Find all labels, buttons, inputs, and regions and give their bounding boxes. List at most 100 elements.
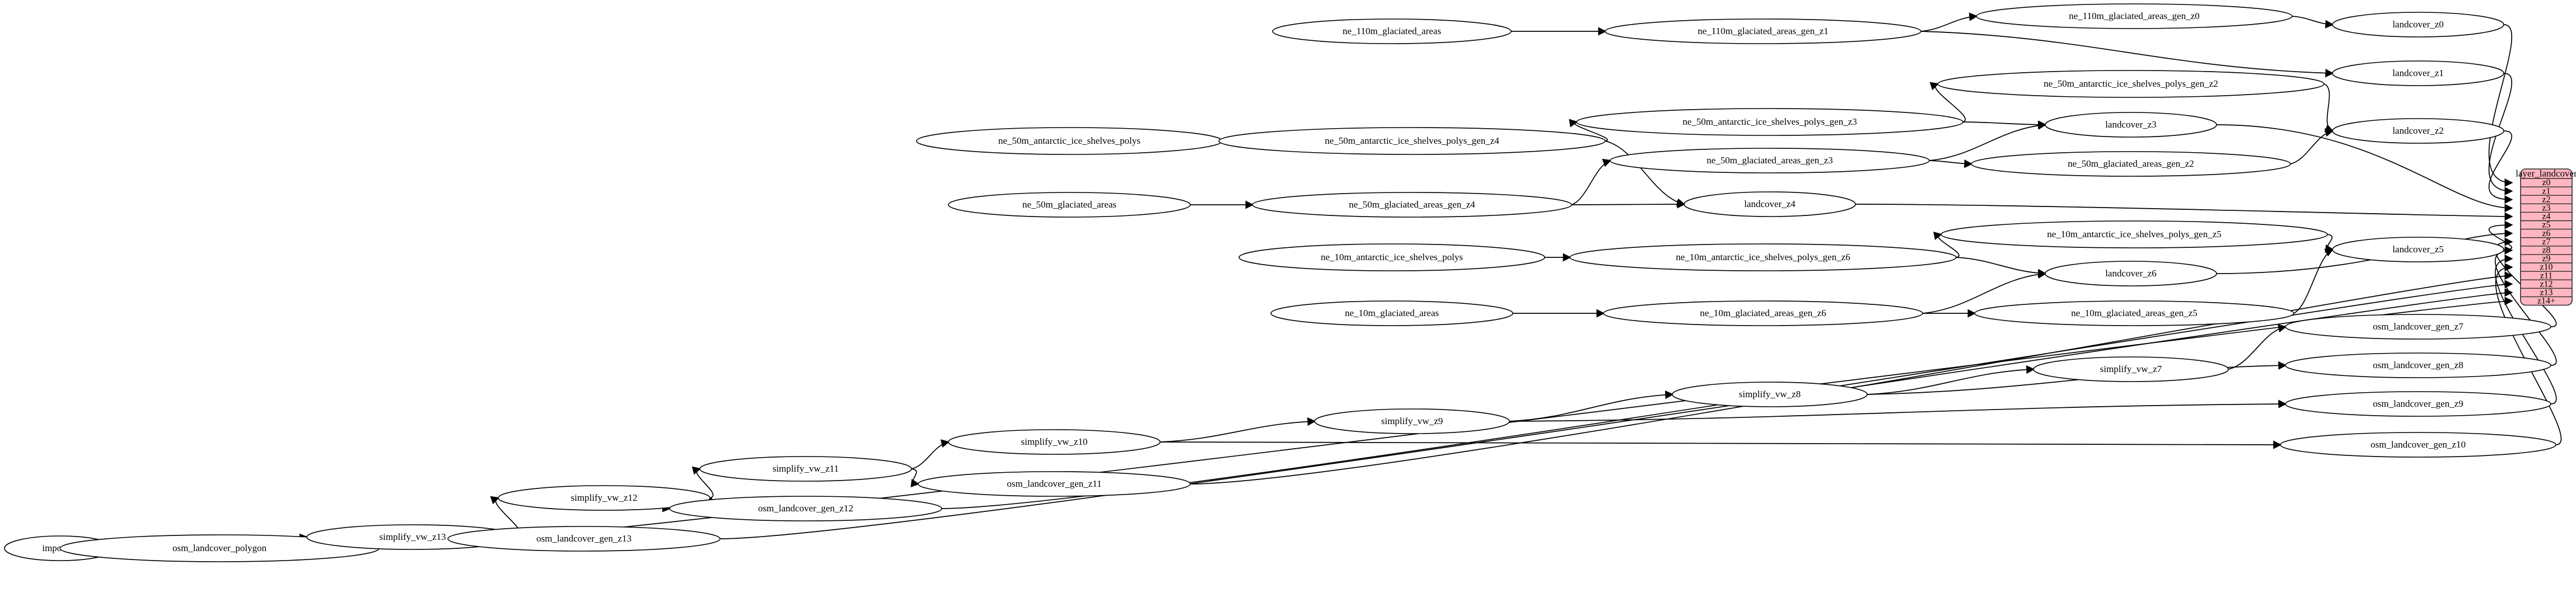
legend-row-z12[interactable]: z12 xyxy=(2540,279,2552,289)
graph-node-ne_10m_antarctic_ice_shelves_polys_gen_z5[interactable]: ne_10m_antarctic_ice_shelves_polys_gen_z… xyxy=(1941,220,2328,248)
node-label: osm_landcover_gen_z9 xyxy=(2373,398,2463,409)
node-label: landcover_z6 xyxy=(2105,268,2157,279)
legend-row-z6[interactable]: z6 xyxy=(2542,229,2550,238)
node-shape xyxy=(1610,148,1930,173)
graph-node-osm_landcover_polygon[interactable]: osm_landcover_polygon xyxy=(59,534,380,562)
node-label: landcover_z3 xyxy=(2105,119,2157,130)
node-shape xyxy=(1314,408,1510,434)
graph-node-landcover_z2[interactable]: landcover_z2 xyxy=(2332,118,2504,144)
legend-row-z9[interactable]: z9 xyxy=(2542,254,2550,264)
node-shape xyxy=(2332,118,2504,144)
node-shape xyxy=(1971,151,2291,177)
graph-node-ne_50m_antarctic_ice_shelves_polys_gen_z2[interactable]: ne_50m_antarctic_ice_shelves_polys_gen_z… xyxy=(1937,70,2325,98)
graph-edge xyxy=(1509,399,2287,422)
graph-node-ne_50m_glaciated_areas_gen_z3[interactable]: ne_50m_glaciated_areas_gen_z3 xyxy=(1610,148,1930,173)
node-shape xyxy=(1974,300,2294,326)
graph-node-simplify_vw_z7[interactable]: simplify_vw_z7 xyxy=(2033,356,2229,382)
graph-node-simplify_vw_z8[interactable]: simplify_vw_z8 xyxy=(1672,382,1868,407)
node-label: ne_50m_antarctic_ice_shelves_polys xyxy=(998,135,1140,146)
graph-edge xyxy=(2495,246,2557,366)
graph-node-ne_50m_antarctic_ice_shelves_polys[interactable]: ne_50m_antarctic_ice_shelves_polys xyxy=(916,127,1223,155)
graph-edge xyxy=(1933,231,1960,258)
graph-edge xyxy=(719,288,2513,539)
graph-node-osm_landcover_gen_z11[interactable]: osm_landcover_gen_z11 xyxy=(918,471,1191,497)
graph-edge xyxy=(2228,324,2287,370)
legend-row-z7[interactable]: z7 xyxy=(2542,237,2550,247)
graph-node-landcover_z3[interactable]: landcover_z3 xyxy=(2045,112,2217,138)
graph-node-ne_110m_glaciated_areas[interactable]: ne_110m_glaciated_areas xyxy=(1272,18,1512,44)
graph-node-osm_landcover_gen_z9[interactable]: osm_landcover_gen_z9 xyxy=(2285,391,2551,417)
graph-node-landcover_z6[interactable]: landcover_z6 xyxy=(2045,261,2217,286)
legend-row-z4[interactable]: z4 xyxy=(2542,212,2550,222)
node-shape xyxy=(1672,382,1868,407)
graph-node-ne_10m_glaciated_areas_gen_z6[interactable]: ne_10m_glaciated_areas_gen_z6 xyxy=(1603,300,1923,326)
graph-node-ne_110m_glaciated_areas_gen_z0[interactable]: ne_110m_glaciated_areas_gen_z0 xyxy=(1976,3,2293,29)
node-label: ne_10m_glaciated_areas xyxy=(1345,308,1439,318)
legend-row-z11[interactable]: z11 xyxy=(2540,271,2553,280)
graph-edge xyxy=(2488,130,2513,204)
node-shape xyxy=(2285,391,2551,417)
graph-node-osm_landcover_gen_z8[interactable]: osm_landcover_gen_z8 xyxy=(2285,352,2551,378)
node-label: simplify_vw_z10 xyxy=(1021,436,1088,447)
graph-node-ne_10m_glaciated_areas[interactable]: ne_10m_glaciated_areas xyxy=(1270,300,1513,326)
node-shape xyxy=(2280,432,2556,458)
graph-node-ne_50m_glaciated_areas_gen_z2[interactable]: ne_50m_glaciated_areas_gen_z2 xyxy=(1971,151,2291,177)
graph-node-landcover_z5[interactable]: landcover_z5 xyxy=(2332,237,2504,262)
node-shape xyxy=(669,496,942,521)
node-label: ne_10m_antarctic_ice_shelves_polys xyxy=(1321,252,1463,262)
graph-edge xyxy=(1509,390,1674,422)
legend-row-z2[interactable]: z2 xyxy=(2542,195,2550,204)
node-shape xyxy=(2045,261,2217,286)
legend-row-z5[interactable]: z5 xyxy=(2542,220,2550,230)
node-shape xyxy=(1941,220,2328,248)
node-label: osm_landcover_gen_z7 xyxy=(2373,321,2463,332)
graph-edge xyxy=(1605,140,1686,207)
node-label: simplify_vw_z12 xyxy=(571,492,638,503)
graph-node-ne_50m_antarctic_ice_shelves_polys_gen_z4[interactable]: ne_50m_antarctic_ice_shelves_polys_gen_z… xyxy=(1218,127,1606,155)
legend-row-z3[interactable]: z3 xyxy=(2542,204,2550,213)
graph-edge xyxy=(1929,121,2047,161)
graph-node-ne_10m_antarctic_ice_shelves_polys[interactable]: ne_10m_antarctic_ice_shelves_polys xyxy=(1238,243,1545,271)
graph-node-ne_110m_glaciated_areas_gen_z1[interactable]: ne_110m_glaciated_areas_gen_z1 xyxy=(1605,18,1922,44)
node-label: ne_50m_glaciated_areas_gen_z4 xyxy=(1349,199,1475,210)
node-shape xyxy=(948,192,1191,218)
graph-node-simplify_vw_z12[interactable]: simplify_vw_z12 xyxy=(498,485,710,511)
graph-node-ne_10m_glaciated_areas_gen_z5[interactable]: ne_10m_glaciated_areas_gen_z5 xyxy=(1974,300,2294,326)
graph-node-landcover_z4[interactable]: landcover_z4 xyxy=(1684,191,1856,217)
node-label: simplify_vw_z13 xyxy=(380,532,446,542)
graph-node-ne_50m_antarctic_ice_shelves_polys_gen_z3[interactable]: ne_50m_antarctic_ice_shelves_polys_gen_z… xyxy=(1576,108,1963,136)
graph-node-osm_landcover_gen_z13[interactable]: osm_landcover_gen_z13 xyxy=(447,526,721,552)
legend-row-z13[interactable]: z13 xyxy=(2540,288,2552,298)
legend-row-z10[interactable]: z10 xyxy=(2540,262,2552,272)
graph-node-ne_50m_glaciated_areas_gen_z4[interactable]: ne_50m_glaciated_areas_gen_z4 xyxy=(1252,192,1572,218)
legend-row-z0[interactable]: z0 xyxy=(2542,178,2550,187)
node-shape xyxy=(2033,356,2229,382)
graph-node-ne_10m_antarctic_ice_shelves_polys_gen_z6[interactable]: ne_10m_antarctic_ice_shelves_polys_gen_z… xyxy=(1569,243,1957,271)
graph-node-simplify_vw_z11[interactable]: simplify_vw_z11 xyxy=(699,456,912,482)
legend-row-z8[interactable]: z8 xyxy=(2542,246,2550,255)
legend-row-z14+[interactable]: z14+ xyxy=(2537,297,2555,306)
graph-node-osm_landcover_gen_z10[interactable]: osm_landcover_gen_z10 xyxy=(2280,432,2556,458)
graph-node-osm_landcover_gen_z12[interactable]: osm_landcover_gen_z12 xyxy=(669,496,942,521)
graph-node-ne_50m_glaciated_areas[interactable]: ne_50m_glaciated_areas xyxy=(948,192,1191,218)
graph-edge xyxy=(1920,12,1978,32)
node-label: ne_10m_glaciated_areas_gen_z6 xyxy=(1700,308,1826,318)
node-shape xyxy=(918,471,1191,497)
node-label: landcover_z4 xyxy=(1744,199,1796,209)
graph-node-osm_landcover_gen_z7[interactable]: osm_landcover_gen_z7 xyxy=(2285,314,2551,340)
graph-node-landcover_z0[interactable]: landcover_z0 xyxy=(2332,12,2504,37)
graph-node-simplify_vw_z10[interactable]: simplify_vw_z10 xyxy=(948,429,1161,455)
node-label: simplify_vw_z7 xyxy=(2100,364,2162,374)
graph-edge xyxy=(1190,271,2513,485)
node-shape xyxy=(1684,191,1856,217)
legend-row-z1[interactable]: z1 xyxy=(2542,186,2550,196)
node-label: landcover_z5 xyxy=(2392,244,2444,255)
node-shape xyxy=(2332,237,2504,262)
graph-node-simplify_vw_z9[interactable]: simplify_vw_z9 xyxy=(1314,408,1510,434)
node-shape xyxy=(948,429,1161,455)
node-shape xyxy=(2332,12,2504,37)
graph-node-landcover_z1[interactable]: landcover_z1 xyxy=(2332,60,2504,86)
node-label: simplify_vw_z11 xyxy=(773,463,839,474)
node-label: osm_landcover_gen_z10 xyxy=(2371,439,2466,450)
graph-edge xyxy=(910,468,920,487)
